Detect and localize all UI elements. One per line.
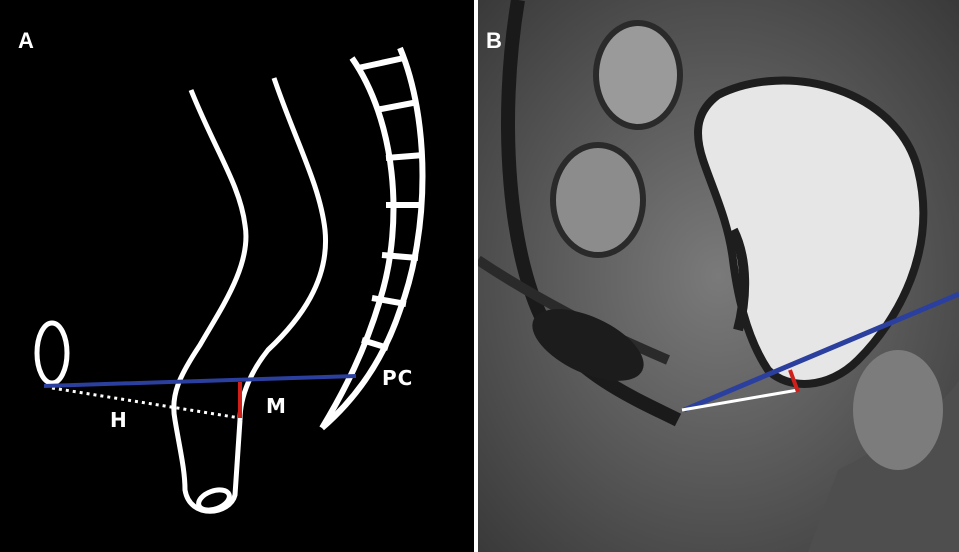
panel-a-letter: A xyxy=(18,28,34,54)
label-pc: PC xyxy=(382,366,413,390)
soft-tissue xyxy=(853,350,943,470)
bowel-loop xyxy=(553,145,643,255)
label-m: M xyxy=(266,394,287,418)
mri-image xyxy=(478,0,959,552)
schematic-drawing xyxy=(0,0,474,552)
panel-a-schematic: A H M PC xyxy=(0,0,474,552)
panel-b-letter: B xyxy=(486,28,502,54)
introitus-outline xyxy=(196,486,232,514)
bowel-loop xyxy=(596,23,680,127)
pc-line xyxy=(44,376,356,386)
vertebral-segments xyxy=(358,58,424,348)
h-line xyxy=(52,388,240,418)
vaginal-outline-posterior xyxy=(240,78,326,420)
pubic-symphysis-outline xyxy=(37,323,67,383)
panel-b-mri: B xyxy=(478,0,959,552)
label-h: H xyxy=(110,408,128,432)
vaginal-outline-anterior xyxy=(174,90,246,511)
